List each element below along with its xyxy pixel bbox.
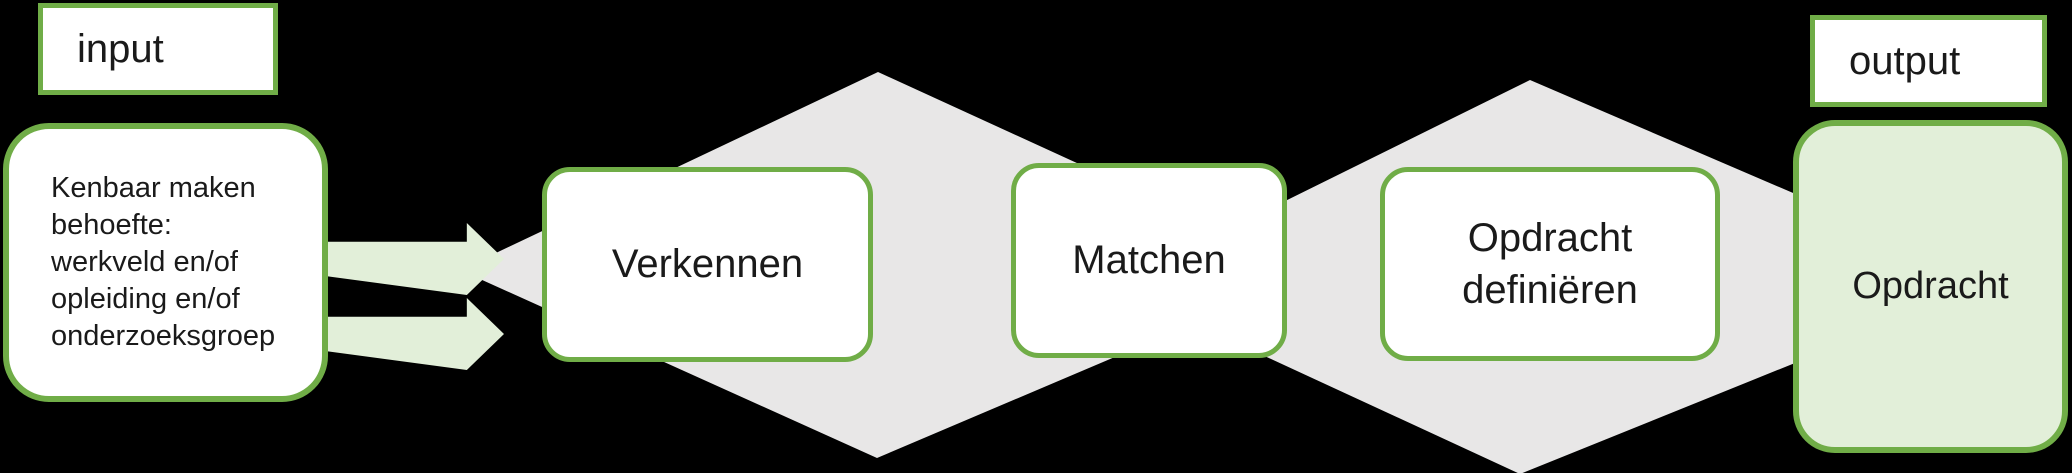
stage-verkennen-label: Verkennen xyxy=(611,242,804,286)
need-box-line: Kenbaar maken xyxy=(51,172,256,204)
stage-opdracht-definieren-line2: definiëren xyxy=(1462,268,1638,312)
output-opdracht-box: Opdracht xyxy=(1793,120,2068,453)
output-label-box: output xyxy=(1810,15,2047,107)
need-box-line: werkveld en/of xyxy=(51,246,238,278)
input-label-text: input xyxy=(77,26,164,71)
output-label-text: output xyxy=(1849,38,1961,83)
input-arrow-bottom-icon xyxy=(327,298,504,370)
input-arrow-top-icon xyxy=(327,223,504,295)
stage-verkennen-box: Verkennen xyxy=(542,167,873,362)
output-opdracht-label: Opdracht xyxy=(1852,265,2009,307)
stage-opdracht-definieren-box: Opdracht definiëren xyxy=(1380,167,1720,361)
stage-matchen-label: Matchen xyxy=(1072,238,1226,282)
stage-matchen-box: Matchen xyxy=(1011,163,1287,358)
input-label-box: input xyxy=(38,3,278,95)
stage-opdracht-definieren-line1: Opdracht xyxy=(1467,216,1633,260)
need-box-line: opleiding en/of xyxy=(51,283,240,315)
need-box-text: Kenbaar maken behoefte: werkveld en/of o… xyxy=(51,170,275,355)
need-box-line: onderzoeksgroep xyxy=(51,320,276,352)
need-box-line: behoefte: xyxy=(51,209,172,241)
stage-opdracht-definieren-label: Opdracht definiëren xyxy=(1462,212,1638,316)
need-box: Kenbaar maken behoefte: werkveld en/of o… xyxy=(3,123,328,402)
